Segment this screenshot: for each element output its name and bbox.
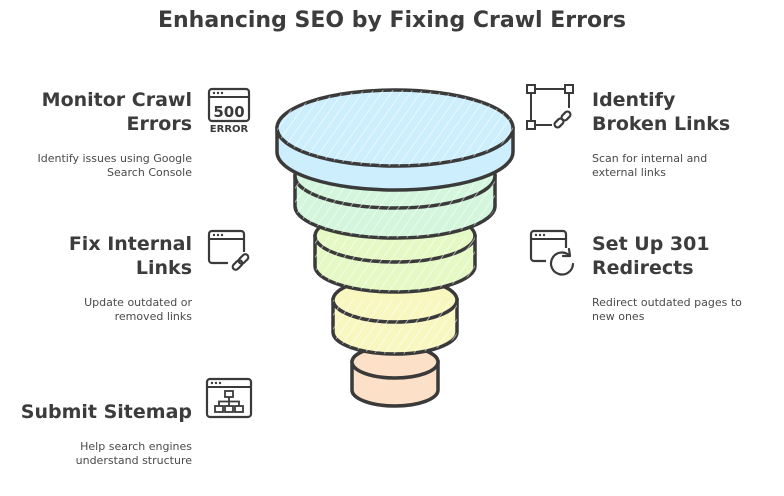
heading-line: Set Up 301 bbox=[592, 233, 710, 255]
desc-line: new ones bbox=[592, 310, 645, 323]
browser-link-icon bbox=[207, 229, 250, 271]
heading-fix-internal-links: Fix Internal Links bbox=[69, 232, 192, 280]
heading-line: Links bbox=[135, 257, 192, 279]
funnel-tier-1 bbox=[275, 88, 515, 192]
broken-link-icon bbox=[526, 84, 574, 132]
desc-line: Help search engines bbox=[80, 440, 192, 453]
heading-line: Identify bbox=[592, 89, 676, 111]
desc-line: Search Console bbox=[107, 166, 192, 179]
heading-submit-sitemap: Submit Sitemap bbox=[21, 400, 192, 424]
heading-line: Fix Internal bbox=[68, 233, 192, 255]
icon-error-text: ERROR bbox=[210, 124, 249, 135]
heading-line: Broken Links bbox=[592, 113, 731, 135]
desc-monitor-crawl-errors: Identify issues using Google Search Cons… bbox=[37, 152, 192, 180]
icon-500-text: 500 bbox=[213, 103, 244, 121]
browser-redirect-icon bbox=[529, 229, 575, 276]
heading-line: Redirects bbox=[592, 257, 694, 279]
page-title: Enhancing SEO by Fixing Crawl Errors bbox=[157, 8, 626, 33]
desc-fix-internal-links: Update outdated or removed links bbox=[84, 296, 192, 324]
heading-line: Monitor Crawl bbox=[41, 89, 192, 111]
heading-line: Errors bbox=[126, 113, 192, 135]
desc-line: Update outdated or bbox=[84, 296, 192, 309]
desc-set-up-301-redirects: Redirect outdated pages to new ones bbox=[592, 296, 742, 324]
heading-identify-broken-links: Identify Broken Links bbox=[592, 88, 730, 136]
desc-line: removed links bbox=[114, 310, 192, 323]
heading-set-up-301-redirects: Set Up 301 Redirects bbox=[592, 232, 710, 280]
desc-line: understand structure bbox=[75, 454, 192, 467]
error-500-icon: 500 ERROR bbox=[207, 87, 251, 135]
heading-line: Submit Sitemap bbox=[20, 401, 192, 423]
funnel-diagram bbox=[275, 88, 515, 408]
desc-line: Redirect outdated pages to bbox=[592, 296, 742, 309]
heading-monitor-crawl-errors: Monitor Crawl Errors bbox=[42, 88, 192, 136]
sitemap-icon bbox=[205, 377, 253, 419]
desc-line: Identify issues using Google bbox=[37, 152, 192, 165]
desc-identify-broken-links: Scan for internal and external links bbox=[592, 152, 707, 180]
desc-line: external links bbox=[592, 166, 666, 179]
desc-line: Scan for internal and bbox=[592, 152, 708, 165]
desc-submit-sitemap: Help search engines understand structure bbox=[76, 440, 192, 468]
